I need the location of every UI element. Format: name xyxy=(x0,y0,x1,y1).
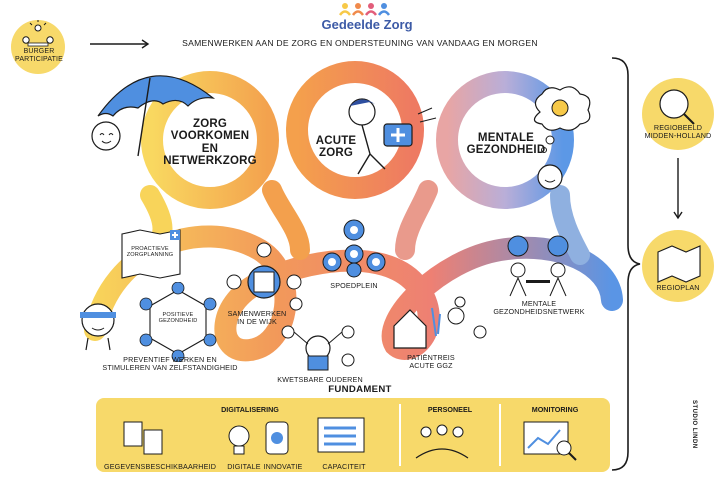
theme-zorg-voorkomen: ZORG VOORKOMEN EN NETWERKZORG xyxy=(163,118,257,168)
patientreis-label: PATIËNTREIS ACUTE GGZ xyxy=(407,353,455,370)
studio-credit: STUDIO LINDN xyxy=(691,400,697,449)
people-logo-icon xyxy=(338,3,391,16)
regioplan-label: REGIOPLAN xyxy=(656,283,700,292)
checklist-icon xyxy=(317,417,365,453)
preventief-label: PREVENTIEF WERKEN EN STIMULEREN VAN ZELF… xyxy=(102,355,238,372)
patientreis-icon xyxy=(393,296,487,349)
ring-zorg-voorkomen xyxy=(141,71,279,209)
chart-magnifier-icon xyxy=(523,421,577,461)
helping-hands-icon xyxy=(415,424,469,459)
burger-participatie-icon xyxy=(11,20,65,74)
regioplan-icon xyxy=(642,230,714,302)
map-planning-icon xyxy=(121,229,181,279)
logo: Gedeelde Zorg xyxy=(312,3,422,39)
doctor-running-icon xyxy=(348,98,437,175)
monitoring-label: MONITORING xyxy=(531,405,579,414)
proactieve-zorgplanning-label: PROACTIEVE ZORGPLANNING xyxy=(126,246,174,259)
spoedplein-icon xyxy=(322,219,386,278)
mentale-netwerk-icon xyxy=(507,235,569,297)
phone-icon xyxy=(265,421,289,455)
tagline: SAMENWERKEN AAN DE ZORG EN ONDERSTEUNING… xyxy=(182,38,538,48)
fundament-title: FUNDAMENT xyxy=(328,384,392,395)
umbrella-person-icon xyxy=(91,75,216,157)
ring-mentale-gezondheid xyxy=(436,71,574,209)
regiobeeld-label: REGIOBEELD MIDDEN-HOLLAND xyxy=(644,123,712,140)
innovatie-label: INNOVATIE xyxy=(263,462,303,471)
theme-mentale-gezondheid: MENTALE GEZONDHEID xyxy=(466,132,546,157)
burger-participatie-label: BURGER PARTICIPATIE xyxy=(15,48,63,63)
kwetsbare-ouderen-label: KWETSBARE OUDEREN xyxy=(277,375,363,384)
capaciteit-label: CAPACITEIT xyxy=(322,462,366,471)
regiobeeld-icon xyxy=(642,78,714,150)
preventief-person-icon xyxy=(80,303,116,351)
gegevens-label: GEGEVENSBESCHIKBAARHEID xyxy=(103,462,217,471)
samenwerken-wijk-label: SAMENWERKEN IN DE WIJK xyxy=(227,309,287,326)
theme-acute-zorg: ACUTE ZORG xyxy=(315,135,357,160)
positieve-gezondheid-label: POSITIEVE GEZONDHEID xyxy=(158,312,198,325)
spoedplein-label: SPOEDPLEIN xyxy=(330,281,378,290)
personeel-label: PERSONEEL xyxy=(427,405,473,414)
kwetsbare-ouderen-icon xyxy=(281,325,355,371)
logo-text: Gedeelde Zorg xyxy=(321,17,413,32)
documents-icon xyxy=(123,421,163,455)
hexagon-network-icon xyxy=(139,282,217,362)
wijk-network-icon xyxy=(226,242,303,311)
mentale-netwerk-label: MENTALE GEZONDHEIDSNETWERK xyxy=(493,299,585,316)
digitalisering-label: DIGITALISERING xyxy=(221,405,279,414)
lightbulb-icon xyxy=(228,425,250,455)
thinking-cloud-icon xyxy=(533,86,591,190)
ring-acute-zorg xyxy=(286,61,424,199)
digitale-label: DIGITALE xyxy=(227,462,261,471)
